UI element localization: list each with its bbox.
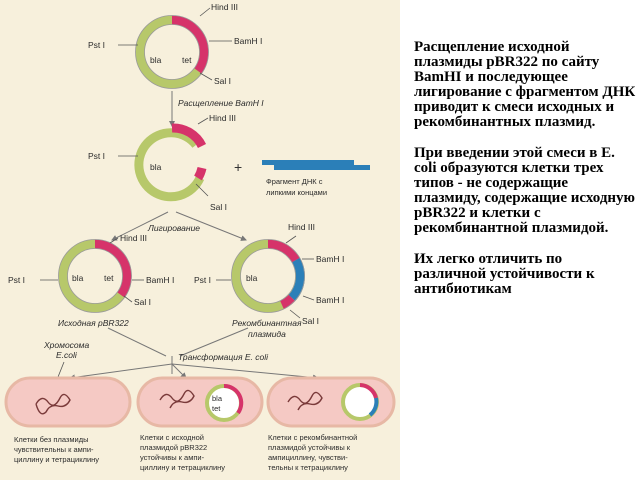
chromosome-label-1: Хромосома <box>43 340 89 350</box>
right-bam-label: BamH I <box>316 254 344 264</box>
cell-caption-2-line-2: плазмидой pBR322 <box>140 443 207 452</box>
insert-segment <box>288 257 305 302</box>
plus-sign: + <box>234 159 242 175</box>
top-hind-label: Hind III <box>211 2 238 12</box>
cut-plasmid: bla Hind III Pst I Sal I <box>88 113 236 212</box>
right-sal-label: Sal I <box>302 316 319 326</box>
cell-caption-1-line-1: Клетки без плазмиды <box>14 435 88 444</box>
left-caption: Исходная pBR322 <box>58 318 129 328</box>
plasmid-cloning-diagram: bla tet Hind III Pst I BamH I Sal I Расщ… <box>0 0 400 480</box>
cell-caption-3-line-2: плазмидой устойчивы к <box>268 443 351 452</box>
paragraph-1: Расщепление исходной плазмиды pBR322 по … <box>414 39 636 130</box>
original-plasmid: bla tet Hind III Pst I BamH I Sal I Исхо… <box>8 233 174 328</box>
right-bla-label: bla <box>246 273 258 283</box>
tet-segment <box>171 15 209 74</box>
chromosome-squiggle <box>35 393 71 415</box>
top-bla-label: bla <box>150 55 162 65</box>
cell-bla-label: bla <box>212 394 223 403</box>
chromosome-label-2: E.coli <box>56 350 78 360</box>
top-pst-label: Pst I <box>88 40 105 50</box>
cell-caption-2-line-4: циллину и тетрациклину <box>140 463 225 472</box>
cell-no-plasmid <box>4 376 132 428</box>
cut-hind-label: Hind III <box>209 113 236 123</box>
top-plasmid: bla tet Hind III Pst I BamH I Sal I <box>88 2 262 89</box>
recombinant-plasmid: bla Hind III Pst I BamH I BamH I Sal I Р… <box>194 222 344 339</box>
step-transformation-label: Трансформация E. coli <box>178 352 269 362</box>
cell-captions: Клетки без плазмиды чувствительны к ампи… <box>14 433 357 472</box>
right-pst-label: Pst I <box>194 275 211 285</box>
fragment-label-1: Фрагмент ДНК с <box>266 177 323 186</box>
left-tet-label: tet <box>104 273 114 283</box>
paragraph-3: Их легко отличить по различной устойчиво… <box>414 251 595 297</box>
cut-sal-label: Sal I <box>210 202 227 212</box>
left-tet-segment <box>94 239 132 298</box>
cell-caption-1-line-3: циллину и тетрациклину <box>14 455 99 464</box>
right-bam2-label: BamH I <box>316 295 344 305</box>
dna-fragment: Фрагмент ДНК с липкими концами <box>262 160 370 197</box>
cut-tet-segment <box>171 123 207 149</box>
left-pst-label: Pst I <box>8 275 25 285</box>
explanation-text: Расщепление исходной плазмиды pBR322 по … <box>414 40 636 313</box>
left-sal-label: Sal I <box>134 297 151 307</box>
cell-recombinant-plasmid <box>266 376 396 428</box>
cell-caption-1-line-2: чувствительны к ампи- <box>14 445 94 454</box>
step-cleavage-label: Расщепление BamH I <box>178 98 264 108</box>
right-caption-1: Рекомбинантная <box>232 318 302 328</box>
left-hind-label: Hind III <box>120 233 147 243</box>
cell-original-plasmid: bla tet <box>136 376 264 428</box>
step-ligation-label: Лигирование <box>147 223 200 233</box>
right-caption-2: плазмида <box>248 329 286 339</box>
cell-caption-3-line-3: ампициллину, чувстви- <box>268 453 348 462</box>
cell-caption-3-line-4: тельны к тетрациклину <box>268 463 348 472</box>
fragment-label-2: липкими концами <box>266 188 327 197</box>
top-tet-label: tet <box>182 55 192 65</box>
cell-tet-label: tet <box>212 404 221 413</box>
left-bam-label: BamH I <box>146 275 174 285</box>
cell-caption-3-line-1: Клетки с рекомбинантной <box>268 433 357 442</box>
cut-bla-label: bla <box>150 162 162 172</box>
paragraph-2: При введении этой смеси в E. coli образу… <box>414 145 636 236</box>
top-bam-label: BamH I <box>234 36 262 46</box>
left-bla-label: bla <box>72 273 84 283</box>
right-hind-label: Hind III <box>288 222 315 232</box>
cell-caption-2-line-3: устойчивы к ампи- <box>140 453 205 462</box>
top-sal-label: Sal I <box>214 76 231 86</box>
cut-pst-label: Pst I <box>88 151 105 161</box>
cell-caption-2-line-1: Клетки с исходной <box>140 433 204 442</box>
